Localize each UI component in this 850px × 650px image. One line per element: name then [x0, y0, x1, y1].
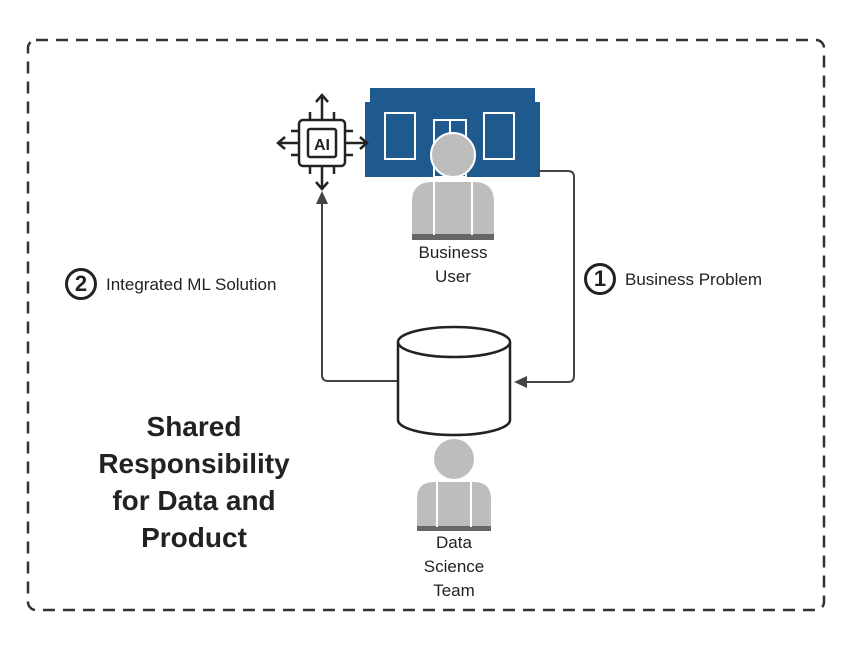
ml-solution-arrow — [316, 191, 398, 382]
business-user-avatar — [412, 132, 494, 240]
step-1-label: Business Problem — [625, 270, 763, 289]
database-icon — [396, 325, 512, 437]
data-science-team-avatar — [417, 437, 491, 531]
step-2-badge: 2 — [65, 268, 97, 300]
data-science-team-label: Data Science Team — [404, 531, 504, 603]
dst-line3: Team — [433, 581, 475, 600]
business-user-line1: Business — [418, 243, 488, 262]
shared-responsibility-heading: Shared Responsibility for Data and Produ… — [84, 408, 304, 556]
step-2-label: Integrated ML Solution — [106, 275, 277, 294]
heading-line3: for Data and — [112, 485, 276, 516]
business-user-line2: User — [435, 267, 471, 286]
ai-chip-icon — [276, 93, 369, 191]
dst-line2: Science — [423, 557, 485, 576]
heading-line1: Shared — [146, 411, 242, 442]
heading-line4: Product — [141, 522, 247, 553]
business-user-label: Business User — [403, 241, 503, 289]
step-1-badge: 1 — [584, 263, 616, 295]
dst-line1: Data — [436, 533, 472, 552]
dashed-boundary — [26, 38, 826, 612]
heading-line2: Responsibility — [98, 448, 290, 479]
ai-chip-label: AI — [314, 137, 330, 154]
business-problem-arrow — [514, 170, 575, 388]
